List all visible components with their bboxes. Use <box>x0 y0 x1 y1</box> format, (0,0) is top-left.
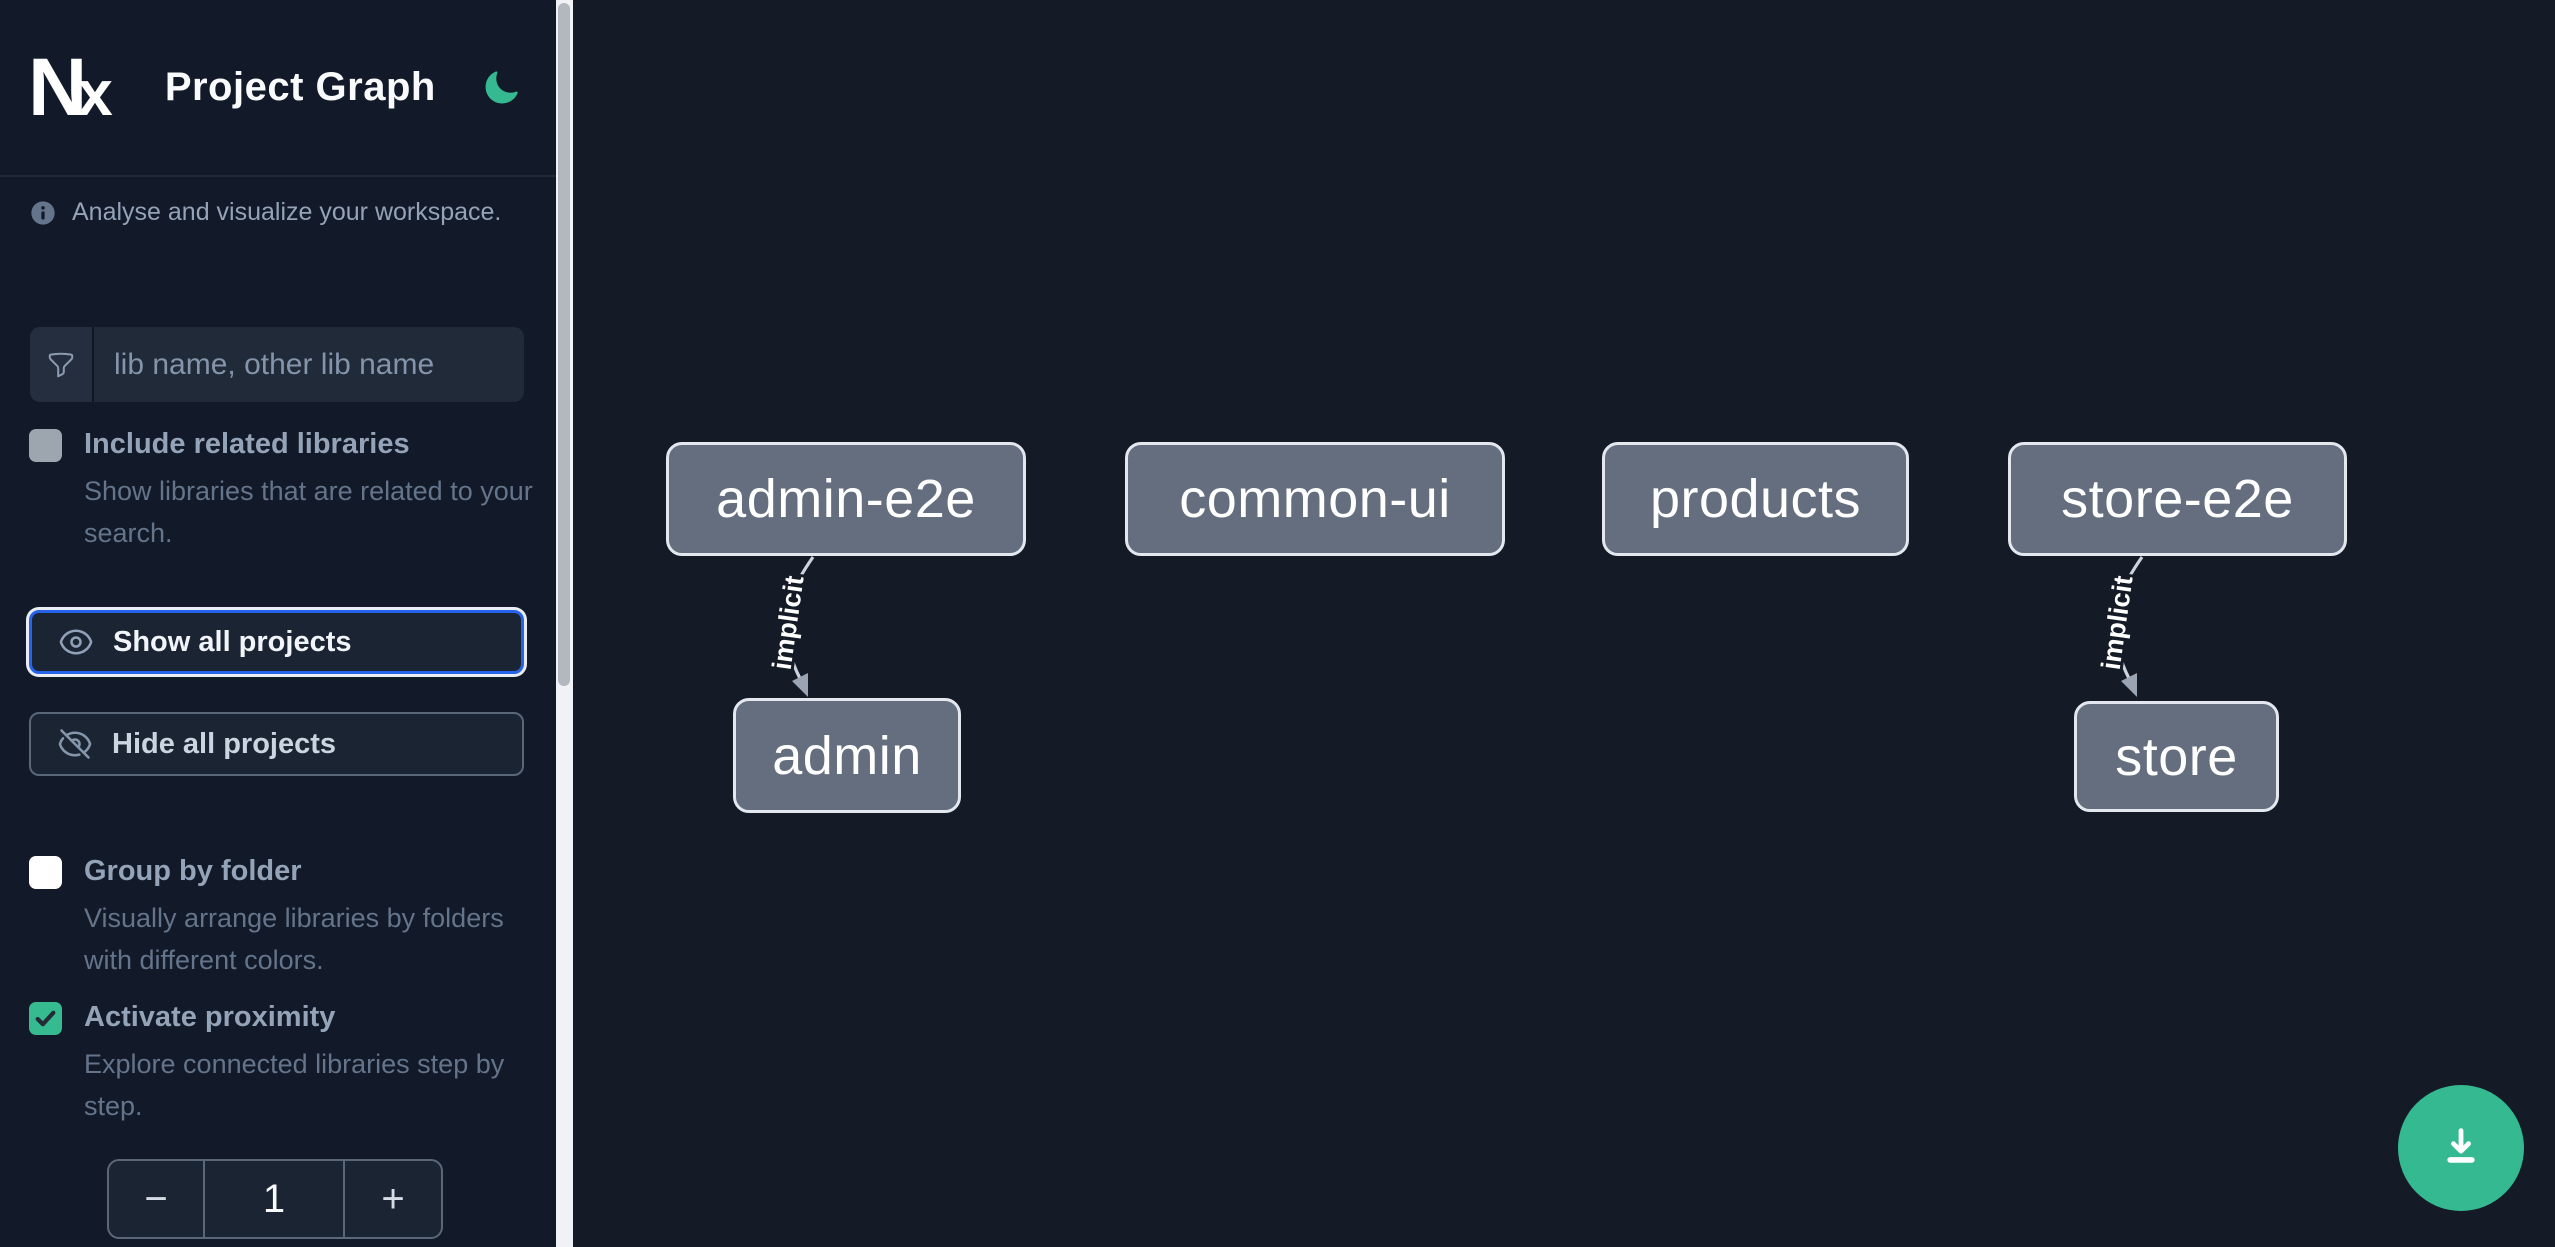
node-label: store <box>2115 726 2238 787</box>
search-icon-cell <box>30 327 94 402</box>
node-label: admin-e2e <box>716 469 976 529</box>
option-activate-proximity: Activate proximity Explore connected lib… <box>29 1000 529 1127</box>
edge-store-e2e-store <box>2114 556 2144 685</box>
intro-text: Analyse and visualize your workspace. <box>72 198 502 226</box>
proximity-increment-button[interactable]: + <box>343 1161 441 1237</box>
eye-icon <box>59 629 93 655</box>
node-label: admin <box>772 725 922 786</box>
search-input[interactable] <box>94 327 524 402</box>
download-image-button[interactable] <box>2398 1085 2524 1211</box>
graph-node-products[interactable]: products <box>1602 442 1909 556</box>
graph-node-store[interactable]: store <box>2074 701 2279 812</box>
option-group-by-folder: Group by folder Visually arrange librari… <box>29 854 529 981</box>
include-related-description: Show libraries that are related to your … <box>84 476 533 548</box>
hide-all-projects-label: Hide all projects <box>112 727 337 760</box>
group-by-folder-label: Group by folder <box>84 855 302 887</box>
show-all-projects-label: Show all projects <box>113 625 352 658</box>
hide-all-projects-button[interactable]: Hide all projects <box>29 712 524 776</box>
show-all-projects-button[interactable]: Show all projects <box>29 610 524 674</box>
activate-proximity-label: Activate proximity <box>84 1001 336 1033</box>
proximity-value[interactable]: 1 <box>262 1176 286 1221</box>
workspace-intro: Analyse and visualize your workspace. <box>29 198 529 227</box>
include-related-label: Include related libraries <box>84 428 410 460</box>
activate-proximity-checkbox[interactable] <box>29 1002 62 1035</box>
edge-arrowhead <box>792 673 808 697</box>
funnel-icon <box>48 352 74 377</box>
info-icon <box>31 200 55 225</box>
project-graph-canvas[interactable]: implicit implicit admin-e2e common-ui pr… <box>573 0 2555 1247</box>
node-label: common-ui <box>1179 469 1451 529</box>
eye-slash-icon <box>58 729 92 759</box>
option-include-related: Include related libraries Show libraries… <box>29 427 533 554</box>
moon-icon <box>485 70 518 103</box>
proximity-decrement-button[interactable]: − <box>109 1161 205 1237</box>
edge-admin-e2e-admin <box>785 556 815 685</box>
sidebar-scrollbar-track[interactable] <box>556 0 573 1247</box>
sidebar-scrollbar-thumb[interactable] <box>558 3 570 686</box>
node-label: products <box>1649 469 1862 529</box>
activate-proximity-description: Explore connected libraries step by step… <box>84 1049 505 1121</box>
graph-node-admin-e2e[interactable]: admin-e2e <box>666 442 1026 556</box>
edge-arrowhead <box>2121 673 2137 697</box>
check-icon <box>35 1010 56 1027</box>
include-related-checkbox[interactable] <box>29 429 62 462</box>
theme-toggle-button[interactable] <box>482 68 522 108</box>
download-icon <box>2447 1128 2475 1163</box>
node-label: store-e2e <box>2061 469 2294 529</box>
search-box <box>30 327 524 402</box>
group-by-folder-description: Visually arrange libraries by folders wi… <box>84 903 504 975</box>
edge-label-implicit: implicit <box>2096 574 2139 672</box>
group-by-folder-checkbox[interactable] <box>29 856 62 889</box>
page-title: Project Graph <box>164 65 436 109</box>
graph-node-admin[interactable]: admin <box>733 698 961 813</box>
edge-label-implicit: implicit <box>767 574 810 672</box>
graph-node-store-e2e[interactable]: store-e2e <box>2008 442 2347 556</box>
graph-node-common-ui[interactable]: common-ui <box>1125 442 1505 556</box>
graph-edges: implicit implicit <box>764 556 2144 697</box>
proximity-stepper: − 1 + <box>107 1159 443 1239</box>
